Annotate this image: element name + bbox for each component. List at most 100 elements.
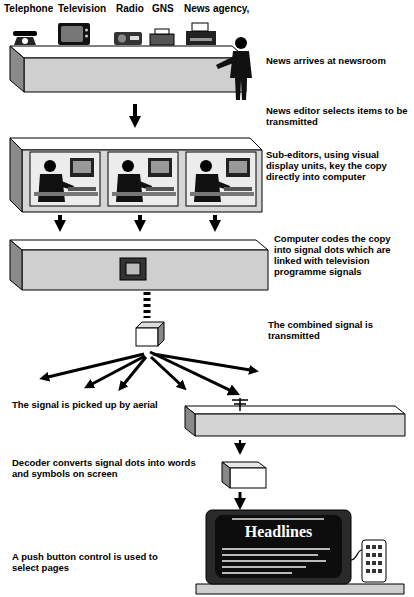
radiating-signal-arrow [124, 357, 146, 384]
sub-editor-booth [108, 152, 178, 206]
newsroom-desk [10, 46, 246, 58]
stage-block: Sub-editors, using visual display units,… [8, 128, 408, 215]
gns-box-icon [155, 29, 169, 34]
radio-icon [118, 35, 126, 43]
gns-box-icon [150, 34, 174, 45]
news-editor-figure [216, 56, 236, 69]
aerial [232, 398, 248, 411]
tv-set [222, 566, 306, 568]
push-button-keypad [372, 553, 376, 557]
flow-arrow [133, 104, 137, 117]
flow-arrow [58, 215, 62, 221]
teleprinter-icon [192, 23, 208, 31]
newsroom-desk [10, 46, 246, 92]
sub-editor-booth [30, 152, 100, 206]
sub-editor-booth [44, 160, 56, 172]
tv-base [196, 584, 404, 594]
sub-editor-platform [10, 138, 262, 212]
sub-editor-platform [22, 150, 262, 212]
newsroom-desk [10, 46, 24, 92]
decoder-box [230, 468, 266, 488]
sub-editor-booth [229, 161, 247, 173]
stage-caption: The signal is picked up by aerial [12, 400, 177, 411]
signal-path [239, 440, 241, 444]
television-icon [61, 26, 83, 42]
tv-set [232, 518, 324, 520]
signal-path [144, 292, 151, 318]
sub-editor-booth [112, 192, 176, 196]
stage-caption: The combined signal is transmitted [268, 320, 406, 342]
teleprinter-icon [186, 31, 216, 45]
source-label: Telephone [4, 3, 53, 14]
source-label: GNS [152, 3, 174, 14]
sub-editor-booth [116, 174, 143, 202]
stage-block: Decoder converts signal dots into words … [6, 455, 300, 492]
computer-block [10, 240, 268, 250]
stage-block: The signal is picked up by aerial [6, 395, 408, 440]
stage-caption: A push button control is used to select … [12, 552, 187, 574]
stage-caption: Computer codes the copy into signal dots… [274, 234, 408, 278]
push-button-keypad [372, 561, 376, 565]
computer-block [120, 258, 146, 280]
tv-set [222, 560, 326, 562]
newsroom-desk [24, 58, 246, 92]
sub-editor-booth [226, 158, 250, 177]
television-icon [85, 29, 88, 32]
sub-editor-platform [10, 138, 22, 212]
push-button-keypad [372, 569, 376, 573]
sub-editor-booth [200, 160, 212, 172]
tv-set [206, 510, 351, 584]
sub-editor-booth [68, 187, 96, 191]
teleprinter-icon [186, 23, 216, 45]
radiating-signal-arrow [92, 356, 145, 384]
computer-block [126, 263, 140, 275]
tv-set [222, 572, 292, 574]
push-button-keypad [372, 545, 376, 549]
transmitter-box [136, 322, 164, 346]
sub-editor-booth [38, 174, 65, 202]
sub-editor-booth [148, 158, 172, 177]
stage-block: The combined signal is transmitted [110, 318, 408, 352]
push-button-keypad [362, 540, 386, 582]
aerial [232, 398, 248, 411]
aerial-platform [195, 414, 405, 436]
screen-text: Headlines [215, 523, 342, 541]
push-button-keypad [366, 569, 370, 573]
sub-editor-booth [186, 152, 256, 206]
sub-editor-booth [224, 187, 252, 191]
push-button-keypad [366, 561, 370, 565]
computer-block [10, 240, 268, 290]
tv-screen: Headlines [206, 510, 351, 584]
aerial-platform [185, 406, 405, 414]
computer-block [10, 240, 22, 290]
telephone-icon [13, 31, 37, 36]
stage-caption: Decoder converts signal dots into words … [12, 458, 202, 480]
sub-editor-booth [30, 152, 100, 206]
sub-editor-booth [108, 152, 178, 206]
stage-block: A push button control is used to select … [6, 500, 408, 594]
decoder-box [222, 462, 266, 488]
telephone-icon [13, 31, 37, 45]
news-editor-figure [235, 37, 247, 49]
source-label: News agency, [184, 3, 249, 14]
push-button-keypad [378, 569, 382, 573]
aerial-platform [185, 406, 195, 436]
radio-icon [114, 32, 142, 45]
source-label: Radio [116, 3, 144, 14]
stage-caption: Sub-editors, using visual display units,… [266, 150, 408, 183]
tv-base [196, 584, 404, 594]
flow-arrow [239, 492, 242, 499]
edge-label: News editor selects items to be transmit… [266, 106, 408, 128]
sub-editor-booth [73, 161, 91, 173]
sub-editor-booth [194, 174, 221, 202]
sub-editor-platform [10, 138, 262, 150]
tv-set [222, 548, 330, 550]
connector-layer [60, 104, 240, 499]
flow-arrow [138, 215, 142, 221]
teleprinter-icon [190, 38, 212, 41]
computer-block [22, 250, 268, 290]
push-button-keypad [362, 540, 386, 582]
radiating-signal-arrow [48, 354, 250, 384]
sub-editor-booth [190, 192, 254, 196]
